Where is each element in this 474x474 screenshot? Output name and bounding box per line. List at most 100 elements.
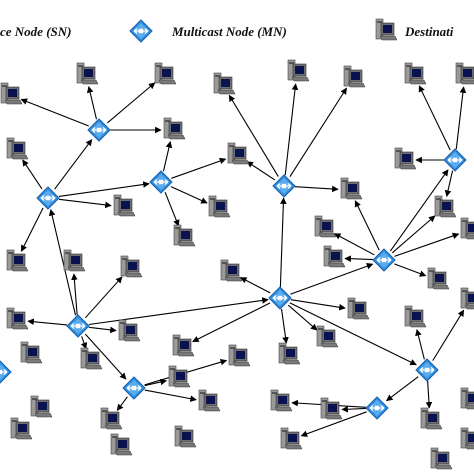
edge-arrow bbox=[284, 83, 299, 176]
nodes-layer bbox=[0, 59, 474, 470]
destination-node-icon bbox=[280, 427, 303, 450]
edge-arrow bbox=[389, 169, 449, 252]
edge-arrow bbox=[280, 308, 289, 344]
destination-node-icon bbox=[460, 387, 474, 410]
legend-multicast-node-icon bbox=[129, 19, 153, 43]
edge-arrow bbox=[425, 380, 433, 409]
edge-arrow bbox=[391, 215, 436, 254]
destination-node-icon bbox=[76, 62, 99, 85]
destination-node-icon bbox=[118, 319, 141, 342]
edge-arrow bbox=[386, 376, 419, 402]
edge-arrow bbox=[287, 304, 318, 331]
multicast-node-icon bbox=[149, 170, 173, 194]
edge-arrow bbox=[22, 159, 43, 190]
destination-node-icon bbox=[320, 397, 343, 420]
multicast-node-icon bbox=[122, 376, 146, 400]
destination-node-icon bbox=[6, 249, 29, 272]
multicast-node-icon bbox=[272, 174, 296, 198]
edge-arrow bbox=[290, 299, 346, 311]
edge-arrow bbox=[290, 263, 374, 295]
multicast-node-icon bbox=[365, 396, 389, 420]
destination-node-icon bbox=[227, 142, 250, 165]
destination-node-icon bbox=[343, 65, 366, 88]
destination-node-icon bbox=[172, 334, 195, 357]
destination-node-icon bbox=[154, 62, 177, 85]
destination-node-icon bbox=[10, 417, 33, 440]
edge-arrow bbox=[246, 161, 276, 181]
edge-arrow bbox=[344, 255, 374, 263]
edge-arrow bbox=[80, 336, 88, 350]
multicast-node-icon bbox=[0, 360, 12, 384]
multicast-node-icon bbox=[372, 248, 396, 272]
edge-arrow bbox=[289, 87, 348, 178]
destination-node-icon bbox=[460, 287, 474, 310]
destination-node-icon bbox=[80, 347, 103, 370]
multicast-node-icon bbox=[443, 148, 467, 172]
legend-source-label: ce Node (SN) bbox=[0, 24, 71, 39]
legend-destination-node-icon bbox=[375, 18, 398, 41]
multicast-node-icon bbox=[415, 358, 439, 382]
edge-arrow bbox=[294, 185, 339, 193]
destination-node-icon bbox=[430, 447, 453, 470]
destination-node-icon bbox=[460, 217, 474, 240]
edges-layer bbox=[20, 82, 467, 437]
destination-node-icon bbox=[434, 195, 457, 218]
edge-arrow bbox=[228, 94, 279, 177]
edge-arrow bbox=[394, 263, 427, 277]
destination-node-icon bbox=[110, 433, 133, 456]
edge-arrow bbox=[58, 198, 112, 209]
edge-arrow bbox=[20, 207, 44, 252]
edge-arrow bbox=[54, 139, 93, 190]
destination-node-icon bbox=[173, 224, 196, 247]
destination-node-icon bbox=[314, 215, 337, 238]
destination-node-icon bbox=[30, 395, 53, 418]
destination-node-icon bbox=[287, 59, 310, 82]
legend-multicast-label: Multicast Node (MN) bbox=[171, 24, 287, 39]
edge-arrow bbox=[84, 333, 127, 380]
legend: ce Node (SN) Multicast Node (MN) Destina… bbox=[0, 18, 454, 43]
legend-destination-icon bbox=[375, 18, 398, 41]
edge-arrow bbox=[144, 389, 197, 402]
legend-destination-label: Destinati bbox=[404, 24, 454, 39]
multicast-node-icon bbox=[36, 186, 60, 210]
destination-node-icon bbox=[427, 267, 450, 290]
edge-arrow bbox=[240, 277, 271, 294]
edge-arrow bbox=[444, 170, 454, 197]
edge-arrow bbox=[144, 378, 167, 387]
edge-arrow bbox=[88, 297, 269, 326]
destination-node-icon bbox=[120, 255, 143, 278]
edge-arrow bbox=[71, 273, 78, 316]
edge-arrow bbox=[455, 86, 467, 150]
destination-node-icon bbox=[404, 305, 427, 328]
destination-node-icon bbox=[198, 389, 221, 412]
edge-arrow bbox=[88, 326, 117, 334]
multicast-node-icon bbox=[66, 314, 90, 338]
destination-node-icon bbox=[220, 259, 243, 282]
edge-arrow bbox=[432, 309, 465, 361]
destination-node-icon bbox=[174, 425, 197, 448]
destination-node-icon bbox=[208, 195, 231, 218]
destination-node-icon bbox=[113, 194, 136, 217]
destination-node-icon bbox=[20, 341, 43, 364]
edge-arrow bbox=[170, 186, 208, 204]
destination-node-icon bbox=[213, 72, 236, 95]
edge-arrow bbox=[107, 82, 156, 124]
multicast-node-icon bbox=[87, 118, 111, 142]
edge-arrow bbox=[171, 157, 227, 179]
destination-node-icon bbox=[316, 325, 339, 348]
destination-node-icon bbox=[0, 82, 23, 105]
edge-arrow bbox=[300, 411, 367, 437]
legend-multicast-icon bbox=[129, 19, 153, 43]
destination-node-icon bbox=[63, 249, 86, 272]
edge-arrow bbox=[341, 405, 367, 413]
destination-node-icon bbox=[168, 365, 191, 388]
edge-arrow bbox=[27, 318, 68, 326]
destination-node-icon bbox=[323, 245, 346, 268]
destination-node-icon bbox=[278, 342, 301, 365]
destination-node-icon bbox=[420, 407, 443, 430]
destination-node-icon bbox=[228, 344, 251, 367]
destination-node-icon bbox=[347, 297, 370, 320]
destination-node-icon bbox=[6, 307, 29, 330]
destination-node-icon bbox=[163, 117, 186, 140]
